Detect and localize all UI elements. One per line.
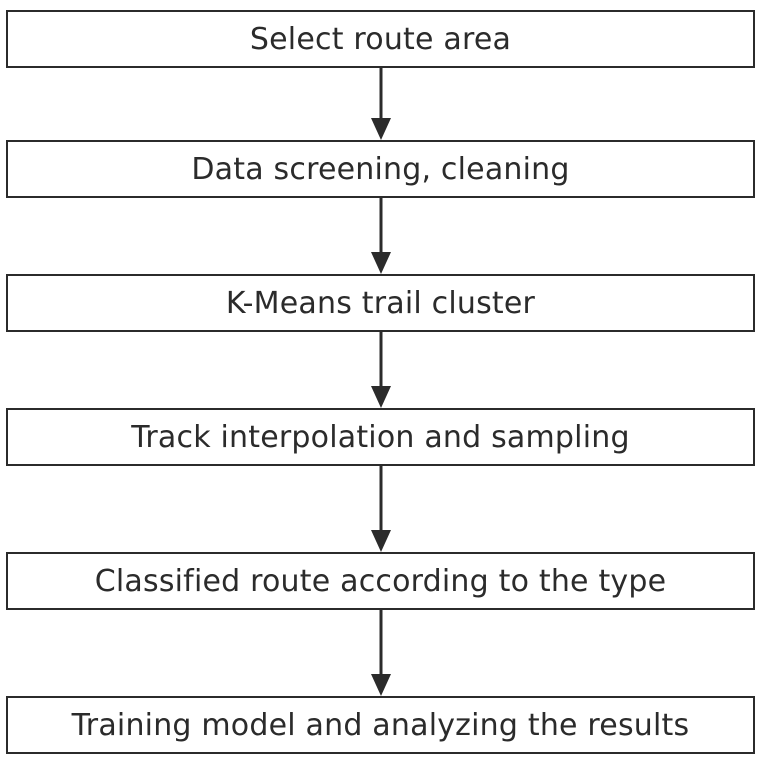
step-data-screening: Data screening, cleaning	[6, 140, 755, 198]
step-label: Data screening, cleaning	[191, 151, 570, 187]
step-select-route-area: Select route area	[6, 10, 755, 68]
step-label: Training model and analyzing the results	[71, 707, 690, 743]
step-label: Classified route according to the type	[94, 563, 667, 599]
step-classified-route: Classified route according to the type	[6, 552, 755, 610]
step-label: K-Means trail cluster	[225, 285, 536, 321]
arrow-down-icon	[369, 68, 393, 140]
arrow-down-icon	[369, 610, 393, 696]
step-track-interpolation: Track interpolation and sampling	[6, 408, 755, 466]
arrow-down-icon	[369, 198, 393, 274]
step-training-model: Training model and analyzing the results	[6, 696, 755, 754]
step-label: Select route area	[249, 21, 512, 57]
arrow-down-icon	[369, 332, 393, 408]
step-kmeans-cluster: K-Means trail cluster	[6, 274, 755, 332]
arrow-down-icon	[369, 466, 393, 552]
step-label: Track interpolation and sampling	[131, 419, 630, 455]
